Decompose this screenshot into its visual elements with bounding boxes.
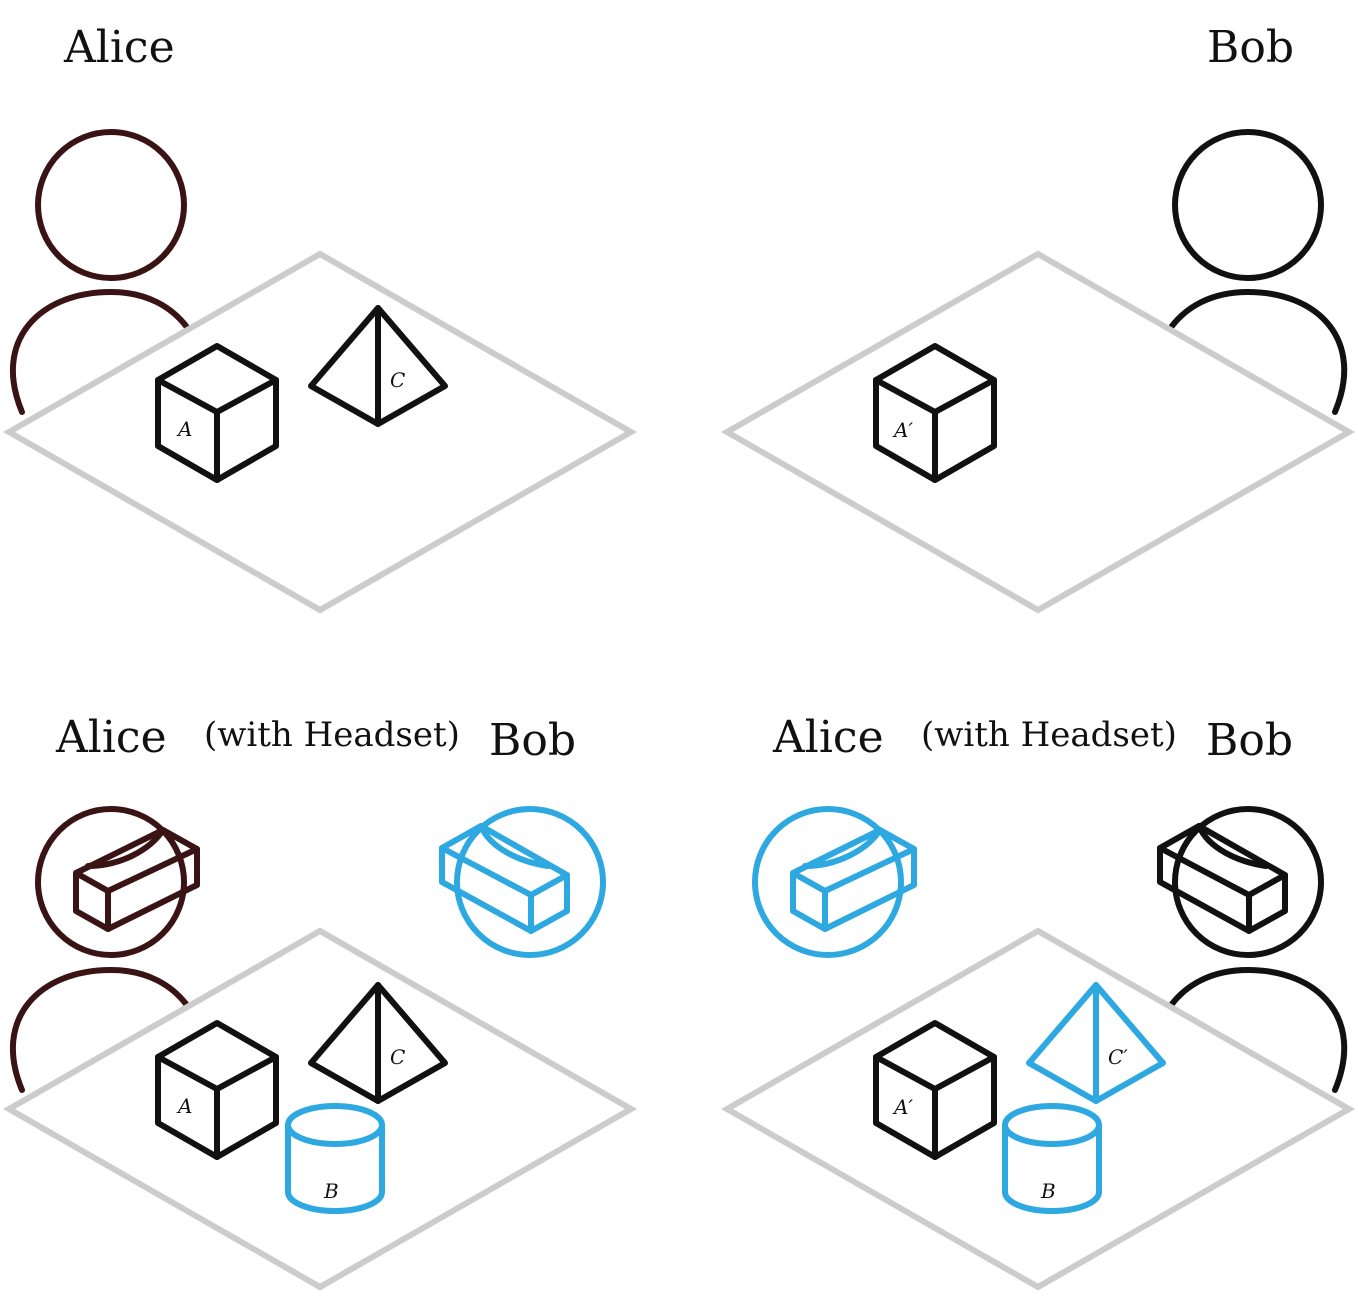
pyramid-object	[308, 982, 448, 1104]
table-surface	[720, 927, 1356, 1291]
table-surface	[2, 250, 638, 614]
object-label-c: C	[390, 1045, 405, 1069]
headset-note: (with Headset)	[204, 715, 460, 755]
cube-object	[873, 1020, 997, 1160]
cube-object	[155, 343, 279, 483]
table-surface	[720, 250, 1356, 614]
headset-note: (with Headset)	[921, 715, 1177, 755]
bob-label: Bob	[1207, 22, 1294, 73]
table-surface	[2, 927, 638, 1291]
alice-label: Alice	[63, 22, 175, 73]
cube-object	[155, 1020, 279, 1160]
panel-bottom-left: Alice (with Headset) Bob A C	[2, 712, 638, 1291]
alice-label: Alice	[772, 712, 884, 763]
object-label-b: B	[323, 1179, 339, 1203]
cylinder-object	[285, 1103, 385, 1214]
panel-top-left: Alice A C	[2, 22, 638, 614]
object-label-a: A	[176, 417, 192, 441]
object-label-c: C	[390, 368, 405, 392]
bob-avatar-icon	[439, 806, 606, 958]
alice-person-icon	[9, 806, 189, 1093]
object-label-a-prime: A′	[892, 418, 913, 442]
object-label-a: A	[176, 1094, 192, 1118]
cylinder-object	[1002, 1103, 1102, 1214]
cube-object	[873, 343, 997, 483]
headset-icon	[1157, 823, 1288, 934]
object-label-a-prime: A′	[892, 1095, 913, 1119]
alice-person-icon	[9, 129, 189, 415]
bob-person-icon	[1169, 806, 1348, 1093]
headset-icon	[73, 827, 200, 932]
object-label-c-prime: C′	[1108, 1045, 1128, 1069]
alice-label: Alice	[55, 712, 167, 763]
panel-bottom-right: Alice (with Headset) Bob A′ C′	[720, 712, 1356, 1291]
panel-top-right: Bob A′	[720, 22, 1356, 614]
alice-avatar-icon	[752, 806, 917, 958]
bob-label: Bob	[489, 715, 576, 766]
bob-person-icon	[1169, 129, 1348, 415]
object-label-b: B	[1040, 1179, 1056, 1203]
bob-label: Bob	[1206, 715, 1293, 766]
pyramid-object	[308, 305, 448, 427]
pyramid-object	[1026, 982, 1166, 1104]
